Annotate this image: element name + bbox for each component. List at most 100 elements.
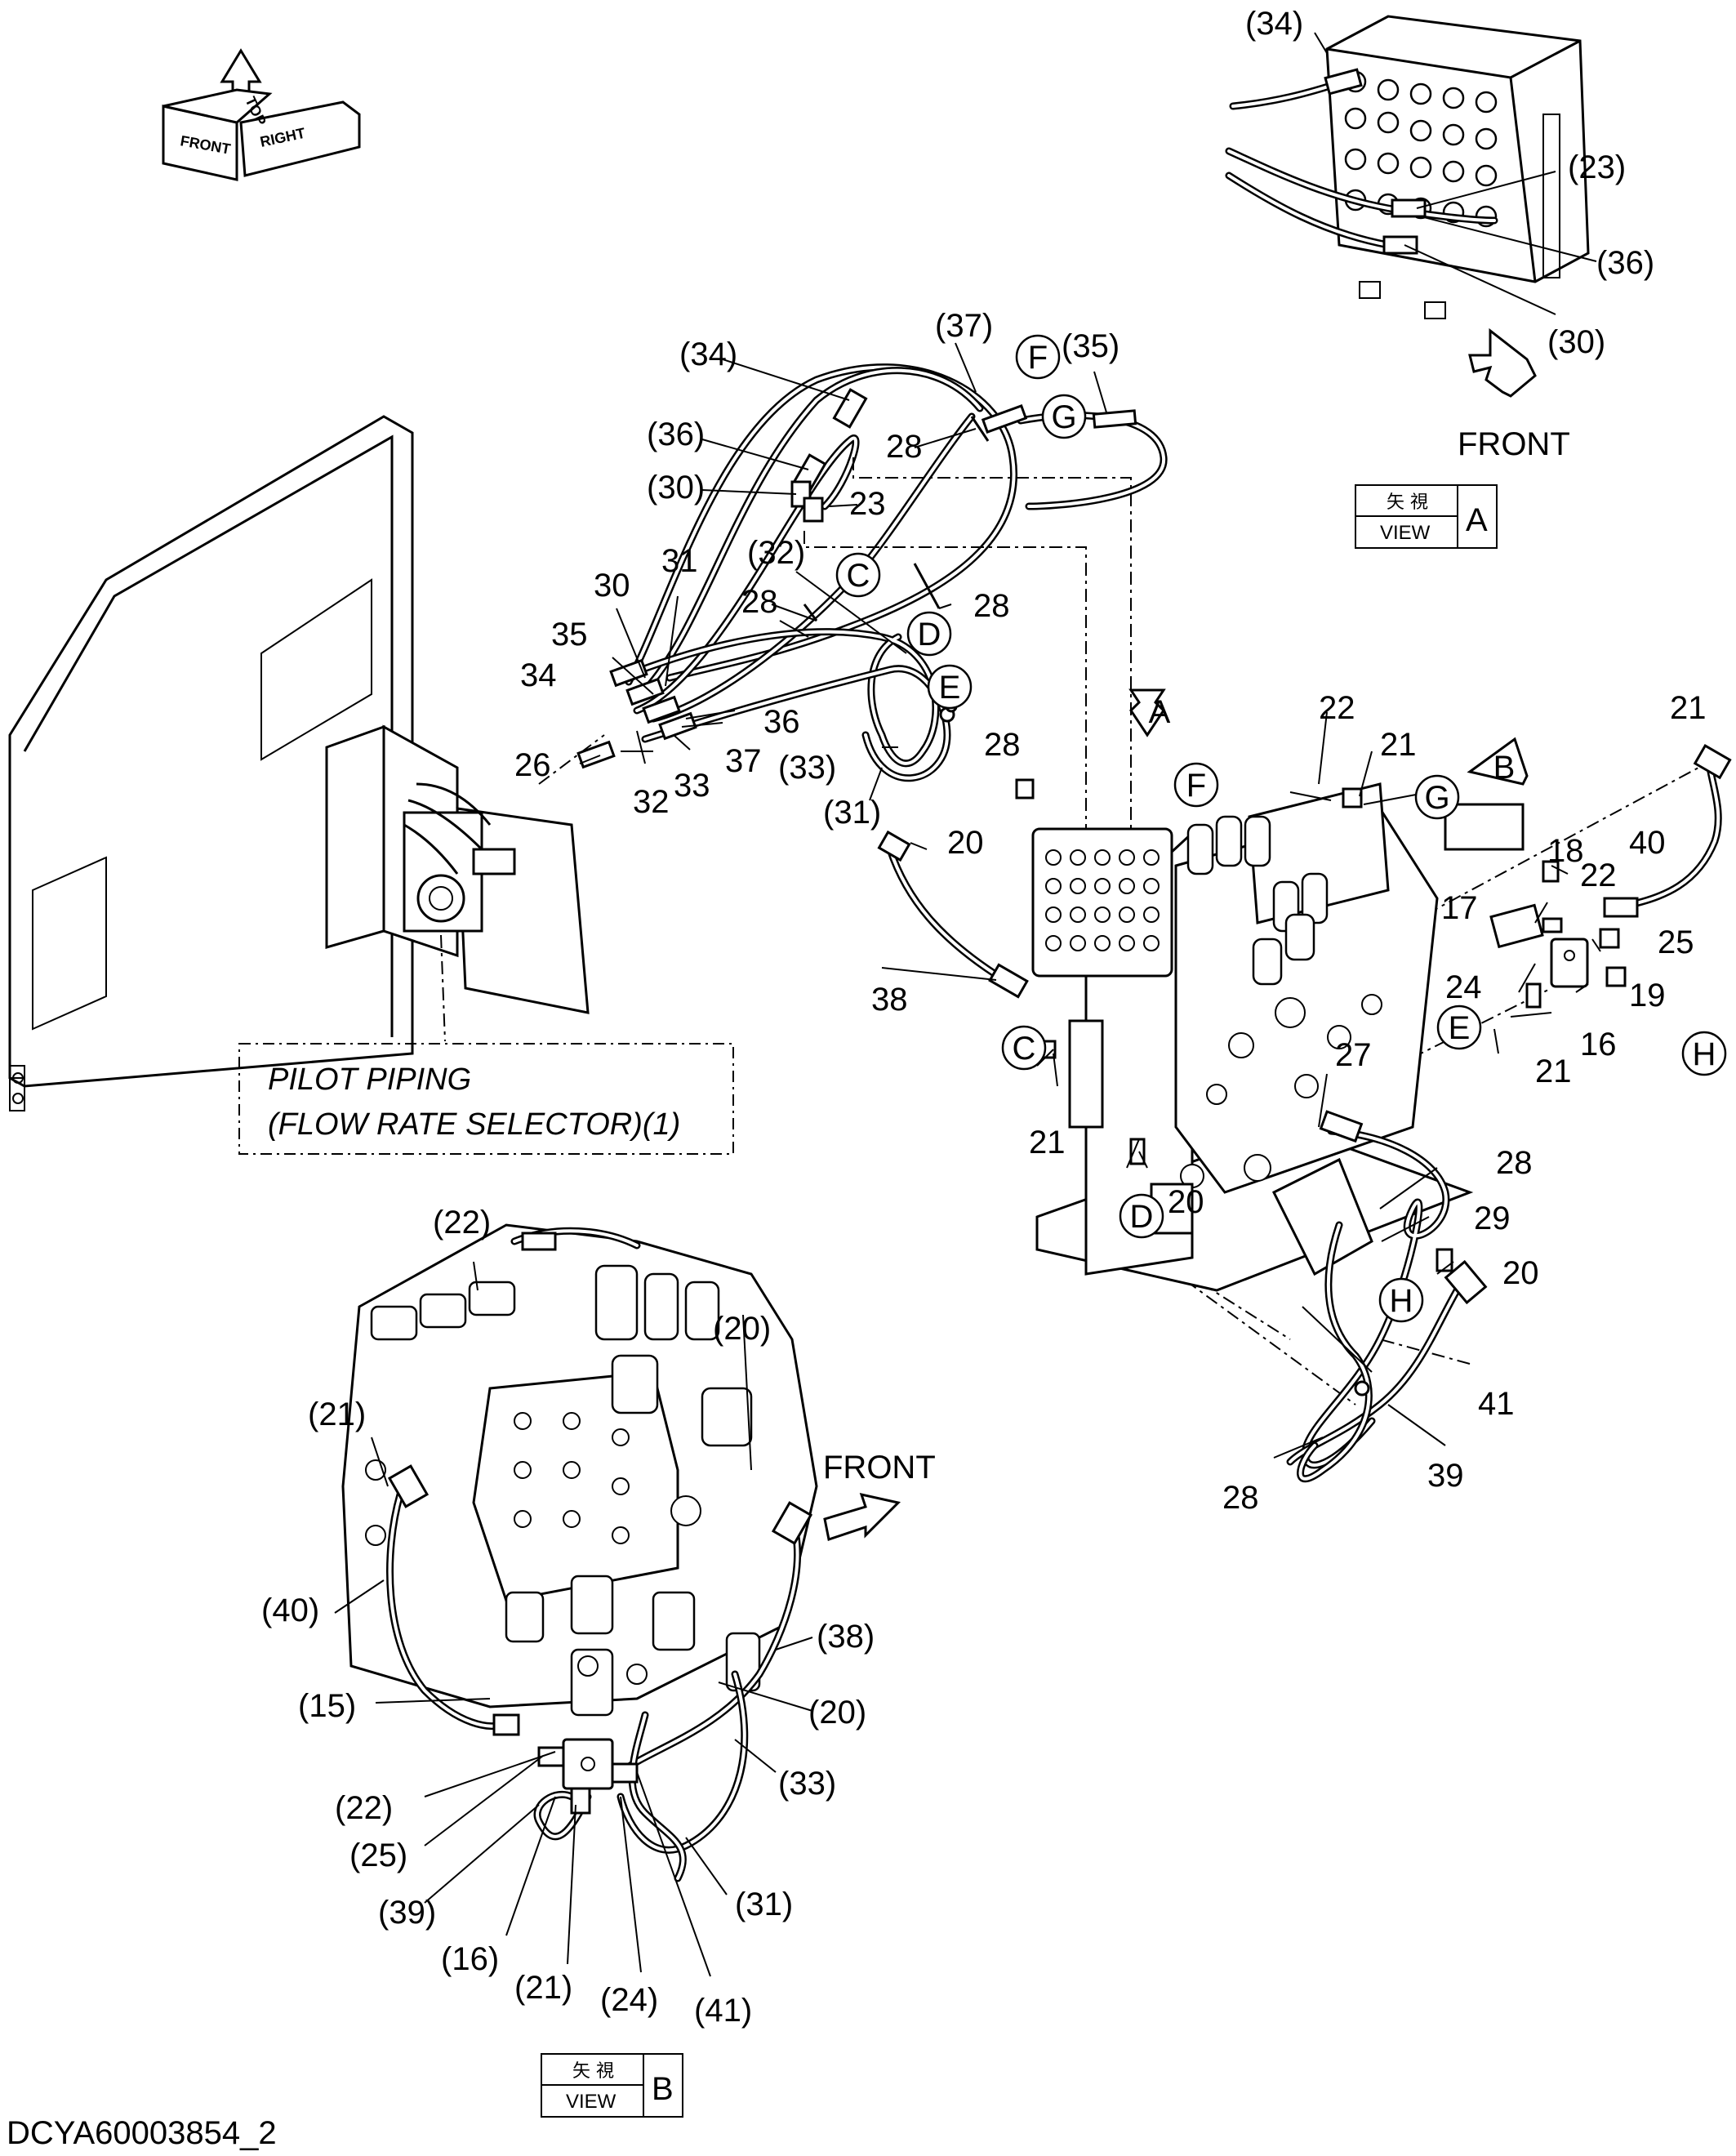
view-a-box: 矢 視 VIEW A	[1355, 484, 1498, 549]
view-b-label-31: (31)	[735, 1886, 793, 1922]
top-label-31: 31	[661, 543, 698, 579]
callout-h-lower: H	[1378, 1277, 1424, 1323]
view-b-label-40: (40)	[261, 1592, 319, 1628]
callout-h-main: H	[1681, 1031, 1727, 1076]
callout-e-top: E	[927, 664, 973, 710]
view-a-front-label: FRONT	[1458, 426, 1570, 462]
pilot-piping-note: PILOT PIPING (FLOW RATE SELECTOR)(1)	[238, 1043, 734, 1155]
view-b-label-24: (24)	[600, 1982, 658, 2018]
view-b-label-20b: (20)	[808, 1695, 866, 1731]
top-label-34b: 34	[520, 657, 557, 693]
view-a-arrow	[1128, 688, 1166, 737]
callout-g-top: G	[1041, 394, 1087, 439]
control-valve-assembly	[1031, 782, 1589, 1292]
svg-text:G: G	[1051, 399, 1076, 435]
main-label-19: 19	[1629, 978, 1666, 1013]
view-a-label-30: (30)	[1547, 324, 1605, 360]
svg-text:G: G	[1424, 780, 1449, 816]
top-label-33: 33	[674, 768, 710, 804]
view-b-label-33: (33)	[778, 1766, 836, 1802]
top-label-28d: 28	[984, 727, 1021, 763]
main-label-27: 27	[1335, 1037, 1372, 1073]
main-label-20a: 20	[947, 825, 984, 861]
view-b-jp: 矢 視	[572, 2061, 614, 2082]
main-label-40: 40	[1629, 825, 1666, 861]
svg-text:E: E	[1449, 1010, 1471, 1046]
top-label-37b: 37	[725, 743, 762, 779]
view-b-label-38: (38)	[817, 1619, 875, 1655]
main-label-22b: 22	[1580, 858, 1617, 893]
view-b-label-25: (25)	[349, 1838, 407, 1873]
callout-f-main: F	[1173, 762, 1219, 808]
main-label-20b: 20	[1168, 1184, 1204, 1220]
main-label-29: 29	[1474, 1200, 1511, 1236]
main-label-20c: 20	[1502, 1255, 1539, 1291]
svg-text:E: E	[939, 670, 961, 706]
view-b-view: VIEW	[566, 2091, 617, 2113]
top-label-35: (35)	[1062, 328, 1119, 364]
frame-panel	[8, 415, 414, 1111]
top-label-37: (37)	[935, 308, 993, 344]
view-b-label-39: (39)	[378, 1895, 436, 1931]
view-a-label-23: (23)	[1568, 149, 1626, 185]
main-label-21b: 21	[1670, 690, 1707, 726]
view-b-label-16: (16)	[441, 1941, 499, 1977]
svg-text:H: H	[1693, 1036, 1716, 1072]
top-label-34: (34)	[679, 336, 737, 372]
callout-f-top: F	[1015, 334, 1061, 380]
top-label-30b: 30	[594, 568, 630, 604]
top-label-32b: 32	[633, 784, 670, 820]
view-a-jp: 矢 視	[1387, 492, 1428, 513]
main-label-28a: 28	[1496, 1145, 1533, 1181]
view-b-label-22b: (22)	[335, 1790, 393, 1826]
top-label-30: (30)	[647, 470, 705, 506]
top-hose-bundle	[576, 363, 1168, 782]
top-label-36b: 36	[763, 704, 800, 740]
view-b-arrow-letter: B	[1493, 750, 1516, 786]
main-label-17: 17	[1441, 890, 1478, 926]
orientation-icon: FRONT RIGHT TOP	[162, 48, 361, 181]
view-b-front-label: FRONT	[823, 1450, 936, 1486]
main-label-18: 18	[1547, 833, 1584, 869]
svg-text:H: H	[1390, 1283, 1413, 1319]
view-a-view: VIEW	[1380, 522, 1431, 544]
top-label-26: 26	[514, 747, 551, 783]
view-a-label-34: (34)	[1245, 6, 1303, 42]
svg-text:C: C	[847, 558, 870, 594]
drawing-id: DCYA60003854_2	[7, 2115, 277, 2151]
callout-d-top: D	[906, 611, 952, 657]
top-label-36: (36)	[647, 416, 705, 452]
view-a-arrow-letter: A	[1149, 694, 1171, 730]
main-label-28b: 28	[1222, 1480, 1259, 1516]
svg-text:C: C	[1013, 1031, 1036, 1067]
view-b-label-21b: (21)	[514, 1970, 572, 2006]
leader-lines	[579, 342, 1601, 1459]
main-label-22a: 22	[1319, 690, 1355, 726]
main-label-21c: 21	[1535, 1054, 1572, 1089]
view-b-arrow	[1467, 737, 1529, 786]
top-label-32: (32)	[747, 535, 805, 571]
flow-rate-selector-assembly	[325, 724, 590, 1014]
view-a-letter: A	[1466, 502, 1488, 538]
main-label-38: 38	[871, 982, 908, 1018]
svg-text:D: D	[918, 617, 941, 653]
main-label-41: 41	[1478, 1386, 1515, 1422]
top-label-28a: 28	[886, 429, 923, 465]
top-label-23: 23	[849, 486, 886, 522]
note-line-2: (FLOW RATE SELECTOR)(1)	[268, 1107, 680, 1142]
view-b-label-15: (15)	[298, 1688, 356, 1724]
view-b-label-21a: (21)	[308, 1396, 366, 1432]
main-label-21a: 21	[1380, 727, 1417, 763]
top-label-35: 35	[551, 617, 588, 653]
callout-g-main: G	[1414, 774, 1460, 820]
view-b-label-22a: (22)	[433, 1205, 491, 1241]
top-label-33b: (33)	[778, 750, 836, 786]
main-label-24: 24	[1445, 969, 1482, 1005]
callout-c-main: C	[1001, 1025, 1047, 1071]
view-a-detail	[1225, 15, 1597, 319]
callout-e-main: E	[1436, 1004, 1482, 1050]
svg-text:F: F	[1028, 340, 1048, 376]
view-b-detail	[334, 1223, 818, 1977]
note-leader	[440, 934, 446, 1042]
